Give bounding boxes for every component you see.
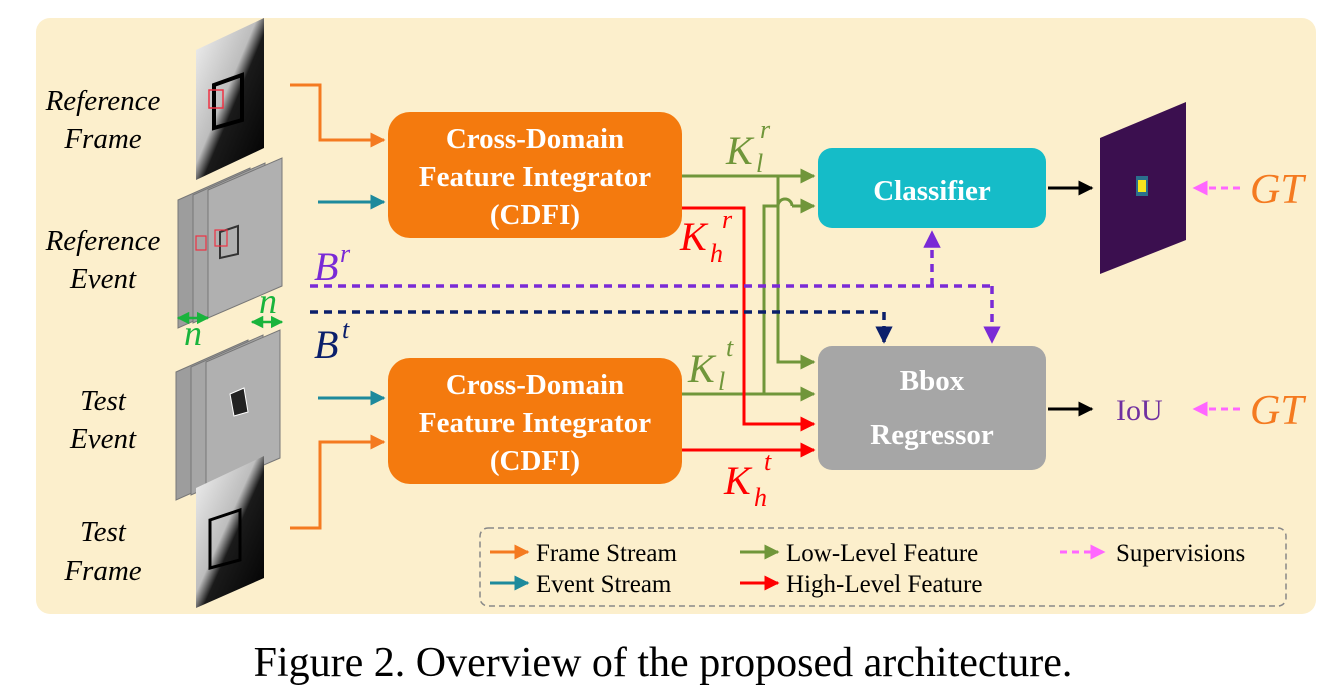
iou-label: IoU bbox=[1116, 394, 1163, 427]
legend-high-level: High-Level Feature bbox=[786, 571, 982, 598]
classifier-label: Classifier bbox=[873, 175, 991, 207]
svg-text:K: K bbox=[687, 346, 717, 391]
svg-text:l: l bbox=[718, 367, 725, 396]
figure-caption: Figure 2. Overview of the proposed archi… bbox=[254, 640, 1073, 686]
cdfi-bottom-box: Cross-Domain Feature Integrator (CDFI) bbox=[388, 358, 682, 484]
cdfi-bottom-line2: Feature Integrator bbox=[419, 407, 651, 439]
svg-text:r: r bbox=[722, 205, 733, 234]
reference-frame-image bbox=[196, 18, 264, 180]
low-feature-test-to-classifier bbox=[762, 204, 778, 394]
label-b-test-sup: t bbox=[342, 315, 350, 344]
gt-label-bottom: GT bbox=[1250, 388, 1306, 434]
legend: Frame Stream Event Stream Low-Level Feat… bbox=[479, 527, 1287, 607]
b-test-dashed-line bbox=[310, 310, 893, 344]
label-k-low-test: K l t bbox=[687, 333, 734, 396]
cdfi-top-line3: (CDFI) bbox=[490, 199, 580, 231]
label-test-frame-2: Frame bbox=[63, 555, 141, 587]
gt-label-top: GT bbox=[1250, 167, 1306, 213]
svg-text:l: l bbox=[756, 149, 763, 178]
label-test-event-2: Event bbox=[69, 423, 137, 455]
label-reference-event-2: Event bbox=[69, 263, 137, 295]
low-feature-hop bbox=[776, 197, 794, 207]
label-reference-frame-2: Frame bbox=[63, 123, 141, 155]
n-label-left: n bbox=[184, 313, 202, 353]
legend-low-level: Low-Level Feature bbox=[786, 540, 978, 567]
high-feature-ref-to-bbox bbox=[682, 206, 816, 432]
svg-text:t: t bbox=[764, 447, 772, 476]
bbox-regressor-box: Bbox Regressor bbox=[818, 346, 1046, 470]
label-k-high-test: K h t bbox=[723, 447, 772, 512]
svg-text:r: r bbox=[760, 115, 771, 144]
label-k-high-ref: K h r bbox=[679, 205, 733, 268]
frame-stream-arrow-top bbox=[290, 83, 386, 148]
bbox-label-line2: Regressor bbox=[870, 419, 994, 451]
svg-text:t: t bbox=[726, 333, 734, 362]
label-reference-frame-1: Reference bbox=[45, 85, 161, 117]
legend-event-stream: Event Stream bbox=[536, 571, 672, 598]
label-b-test: B bbox=[314, 322, 338, 367]
bbox-label-line1: Bbox bbox=[900, 365, 965, 397]
label-test-frame-1: Test bbox=[80, 516, 127, 548]
svg-text:h: h bbox=[754, 483, 767, 512]
cdfi-top-line2: Feature Integrator bbox=[419, 161, 651, 193]
frame-stream-arrow-bottom bbox=[290, 434, 386, 530]
label-b-ref-sup: r bbox=[340, 239, 351, 268]
cdfi-bottom-line3: (CDFI) bbox=[490, 445, 580, 477]
test-event-stack bbox=[175, 329, 281, 501]
low-feature-ref-to-bbox bbox=[776, 176, 816, 370]
svg-text:h: h bbox=[710, 239, 723, 268]
legend-supervisions: Supervisions bbox=[1116, 540, 1245, 567]
cdfi-top-box: Cross-Domain Feature Integrator (CDFI) bbox=[388, 112, 682, 238]
test-frame-image bbox=[196, 456, 264, 608]
response-map bbox=[1100, 102, 1186, 274]
label-k-low-ref: K l r bbox=[725, 115, 771, 178]
svg-text:K: K bbox=[679, 214, 709, 259]
label-test-event-1: Test bbox=[80, 385, 127, 417]
n-label-right: n bbox=[259, 281, 277, 321]
cdfi-bottom-line1: Cross-Domain bbox=[446, 369, 624, 401]
label-reference-event-1: Reference bbox=[45, 225, 161, 257]
label-b-ref: B bbox=[314, 244, 338, 289]
cdfi-top-line1: Cross-Domain bbox=[446, 123, 624, 155]
reference-event-stack bbox=[177, 157, 283, 329]
classifier-box: Classifier bbox=[818, 148, 1046, 228]
legend-frame-stream: Frame Stream bbox=[536, 540, 677, 567]
svg-text:K: K bbox=[725, 128, 755, 173]
svg-text:K: K bbox=[723, 458, 753, 503]
